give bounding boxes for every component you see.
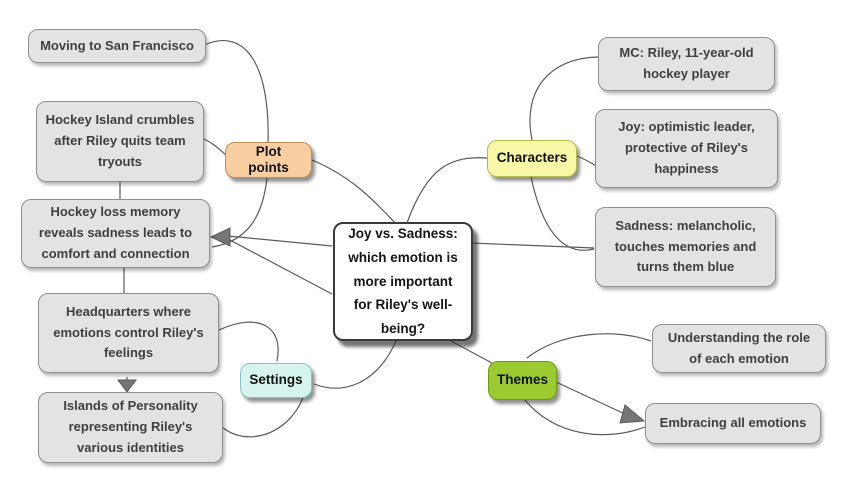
branch-label: Settings bbox=[249, 372, 303, 388]
branch-label: Themes bbox=[496, 372, 549, 388]
node-joy[interactable]: Joy: optimistic leader, protective of Ri… bbox=[595, 109, 778, 188]
branch-themes[interactable]: Themes bbox=[488, 361, 557, 400]
node-headquarters[interactable]: Headquarters where emotions control Rile… bbox=[38, 293, 219, 373]
edge-root-hockey-loss-upper bbox=[227, 235, 333, 247]
branch-label: Plot points bbox=[248, 143, 289, 175]
branch-settings[interactable]: Settings bbox=[240, 363, 312, 398]
node-hockey-island[interactable]: Hockey Island crumbles after Riley quits… bbox=[36, 101, 204, 182]
branch-label: Characters bbox=[496, 150, 568, 166]
edge-root-hockey-loss-lower bbox=[227, 238, 333, 295]
edge-plot-points-moving-sf bbox=[203, 40, 269, 143]
edge-root-plot-points bbox=[311, 159, 397, 225]
edge-themes-embracing-straight bbox=[555, 381, 628, 416]
node-label: Moving to San Francisco bbox=[40, 37, 194, 53]
arrowhead-islands bbox=[117, 379, 137, 393]
node-label: Embracing all emotions bbox=[659, 415, 807, 431]
edge-root-settings bbox=[313, 338, 398, 389]
node-label: MC: Riley, 11-year-old hockey player bbox=[619, 45, 754, 81]
edge-plot-points-hockey-loss bbox=[211, 177, 268, 248]
edge-root-sadness bbox=[469, 242, 595, 249]
node-understanding-role[interactable]: Understanding the role of each emotion bbox=[652, 324, 826, 373]
edge-plot-points-hockey-island bbox=[203, 138, 227, 156]
node-hockey-loss-memory[interactable]: Hockey loss memory reveals sadness leads… bbox=[21, 199, 210, 268]
node-label: Islands of Personality representing Rile… bbox=[63, 398, 198, 455]
node-islands-of-personality[interactable]: Islands of Personality representing Rile… bbox=[38, 392, 223, 463]
node-label: Headquarters where emotions control Rile… bbox=[53, 303, 204, 361]
edge-themes-embracing-curve bbox=[523, 398, 646, 436]
edge-headquarters-settings bbox=[218, 321, 279, 362]
arrowhead-hockey-loss bbox=[209, 227, 231, 247]
edge-root-characters bbox=[406, 157, 488, 224]
node-label: Understanding the role of each emotion bbox=[667, 329, 811, 366]
branch-characters[interactable]: Characters bbox=[487, 140, 577, 177]
node-mc-riley[interactable]: MC: Riley, 11-year-old hockey player bbox=[598, 37, 775, 91]
node-moving-to-san-francisco[interactable]: Moving to San Francisco bbox=[28, 29, 206, 63]
node-label: Hockey loss memory reveals sadness leads… bbox=[38, 204, 193, 261]
edge-characters-sadness bbox=[530, 176, 595, 251]
node-embracing-all-emotions[interactable]: Embracing all emotions bbox=[645, 403, 821, 444]
edge-characters-mc bbox=[529, 56, 599, 141]
edge-themes-understanding bbox=[526, 333, 652, 359]
node-sadness[interactable]: Sadness: melancholic, touches memories a… bbox=[595, 207, 776, 287]
branch-plot-points[interactable]: Plot points bbox=[225, 142, 312, 178]
edge-islands-settings bbox=[221, 397, 304, 438]
root-label: Joy vs. Sadness: which emotion is more i… bbox=[348, 226, 458, 336]
node-label: Hockey Island crumbles after Riley quits… bbox=[45, 112, 195, 169]
edge-characters-joy bbox=[576, 155, 597, 167]
arrowhead-embracing bbox=[619, 404, 646, 424]
node-label: Sadness: melancholic, touches memories a… bbox=[614, 217, 757, 275]
node-root-question[interactable]: Joy vs. Sadness: which emotion is more i… bbox=[333, 222, 473, 341]
node-label: Joy: optimistic leader, protective of Ri… bbox=[618, 119, 755, 176]
